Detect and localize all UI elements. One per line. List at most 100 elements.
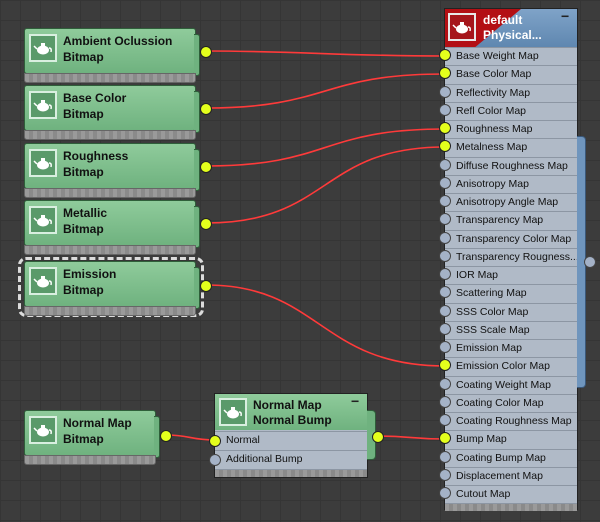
output-socket-material[interactable] xyxy=(584,256,596,268)
material-input-socket[interactable] xyxy=(439,268,451,280)
wire-roughness-to-roughness xyxy=(205,128,446,167)
output-socket-emission[interactable] xyxy=(200,280,212,292)
node-header: Normal Map Normal Bump − xyxy=(215,393,367,430)
material-slot: Coating Weight Map xyxy=(445,375,577,394)
material-input-socket[interactable] xyxy=(439,49,451,61)
bitmap-node-normal-map[interactable]: Normal Map Bitmap xyxy=(24,410,160,470)
node-footer xyxy=(24,73,196,83)
material-input-socket[interactable] xyxy=(439,195,451,207)
node-body: Metallic Bitmap xyxy=(24,200,196,246)
node-body: Emission Bitmap xyxy=(24,261,196,307)
material-input-socket[interactable] xyxy=(439,85,451,98)
material-input-socket[interactable] xyxy=(439,158,451,171)
material-input-socket[interactable] xyxy=(439,395,451,408)
material-input-socket[interactable] xyxy=(439,103,451,116)
material-input-socket[interactable] xyxy=(439,322,451,335)
material-slot: Transparency Rougness... xyxy=(445,247,577,266)
wire-basecolor-to-base-color xyxy=(205,73,446,109)
material-input-socket[interactable] xyxy=(439,176,451,189)
output-socket-base-color[interactable] xyxy=(200,103,212,115)
node-header: default Physical... − xyxy=(445,9,577,47)
node-title: Metallic xyxy=(63,206,108,220)
node-title: Ambient Oclussion xyxy=(63,34,173,48)
output-socket-ao[interactable] xyxy=(200,46,212,58)
material-slot: Transparency Color Map xyxy=(445,229,577,248)
material-slot: SSS Scale Map xyxy=(445,320,577,339)
material-slot: Reflectivity Map xyxy=(445,83,577,102)
node-type: Bitmap xyxy=(63,432,104,446)
material-slot: Emission Map xyxy=(445,339,577,357)
input-slot-additional-bump: Additional Bump xyxy=(215,450,367,468)
material-slot: SSS Color Map xyxy=(445,302,577,321)
material-slot: Displacement Map xyxy=(445,466,577,485)
bitmap-node-base-color[interactable]: Base Color Bitmap xyxy=(24,85,200,145)
output-socket-normal-bump[interactable] xyxy=(372,431,384,443)
output-socket-normal-map[interactable] xyxy=(160,430,172,442)
material-slot: Refl Color Map xyxy=(445,101,577,120)
material-input-socket[interactable] xyxy=(439,341,451,353)
bitmap-node-metallic[interactable]: Metallic Bitmap xyxy=(24,200,200,260)
material-slot: Base Weight Map xyxy=(445,47,577,65)
node-footer xyxy=(24,130,196,140)
material-input-socket[interactable] xyxy=(439,122,451,134)
material-slot: Coating Roughness Map xyxy=(445,412,577,430)
material-input-socket[interactable] xyxy=(439,304,451,317)
material-input-socket[interactable] xyxy=(439,249,451,262)
node-type: Bitmap xyxy=(63,165,104,179)
teapot-icon xyxy=(219,398,247,426)
bitmap-node-emission[interactable]: Emission Bitmap xyxy=(24,261,200,321)
node-body: Ambient Oclussion Bitmap xyxy=(24,28,196,74)
node-title: Base Color xyxy=(63,91,127,105)
material-slot: Anisotropy Map xyxy=(445,174,577,193)
node-side-tab xyxy=(194,34,200,76)
output-socket-metallic[interactable] xyxy=(200,218,212,230)
material-input-socket[interactable] xyxy=(439,231,451,244)
teapot-icon xyxy=(29,34,57,62)
node-footer xyxy=(24,306,196,316)
teapot-icon xyxy=(448,13,476,41)
bitmap-node-ambient-occlusion[interactable]: Ambient Oclussion Bitmap xyxy=(24,28,200,88)
node-type: Bitmap xyxy=(63,50,104,64)
normal-bump-node[interactable]: Normal Map Normal Bump − Normal Addition… xyxy=(214,393,368,478)
material-slot: Bump Map xyxy=(445,430,577,448)
material-slot: IOR Map xyxy=(445,266,577,284)
material-input-socket[interactable] xyxy=(439,450,451,463)
node-footer xyxy=(215,469,367,477)
node-subtitle: Physical... xyxy=(483,28,542,42)
material-slot: Coating Bump Map xyxy=(445,448,577,467)
node-footer xyxy=(24,245,196,255)
node-title: Emission xyxy=(63,267,117,281)
wire-metallic-to-metalness xyxy=(205,146,446,224)
input-socket-additional-bump[interactable] xyxy=(209,454,221,466)
material-input-socket[interactable] xyxy=(439,377,451,390)
node-side-tab xyxy=(194,91,200,133)
output-socket-roughness[interactable] xyxy=(200,161,212,173)
node-title: Normal Map xyxy=(253,398,322,412)
material-slot: Base Color Map xyxy=(445,65,577,83)
node-side-tab xyxy=(194,149,200,191)
input-socket-normal[interactable] xyxy=(209,435,221,447)
material-input-socket[interactable] xyxy=(439,487,451,499)
node-side-tab xyxy=(194,267,200,309)
teapot-icon xyxy=(29,206,57,234)
material-slot: Cutout Map xyxy=(445,485,577,503)
material-input-socket[interactable] xyxy=(439,414,451,426)
node-type: Bitmap xyxy=(63,107,104,121)
collapse-button[interactable]: − xyxy=(561,9,570,24)
wire-normalmap-to-normal xyxy=(165,434,216,441)
collapse-button[interactable]: − xyxy=(351,393,360,409)
material-input-socket[interactable] xyxy=(439,468,451,481)
material-slot: Diffuse Roughness Map xyxy=(445,156,577,175)
node-title: Roughness xyxy=(63,149,129,163)
node-body: Base Color Bitmap xyxy=(24,85,196,131)
material-slot: Coating Color Map xyxy=(445,393,577,412)
node-side-tab xyxy=(194,206,200,248)
material-slot: Metalness Map xyxy=(445,138,577,156)
wire-emission-to-emission-color xyxy=(205,284,446,367)
bitmap-node-roughness[interactable]: Roughness Bitmap xyxy=(24,143,200,203)
node-type: Bitmap xyxy=(63,283,104,297)
node-title: Normal Map xyxy=(63,416,132,430)
material-slot: Scattering Map xyxy=(445,284,577,302)
node-side-tab xyxy=(154,416,160,458)
